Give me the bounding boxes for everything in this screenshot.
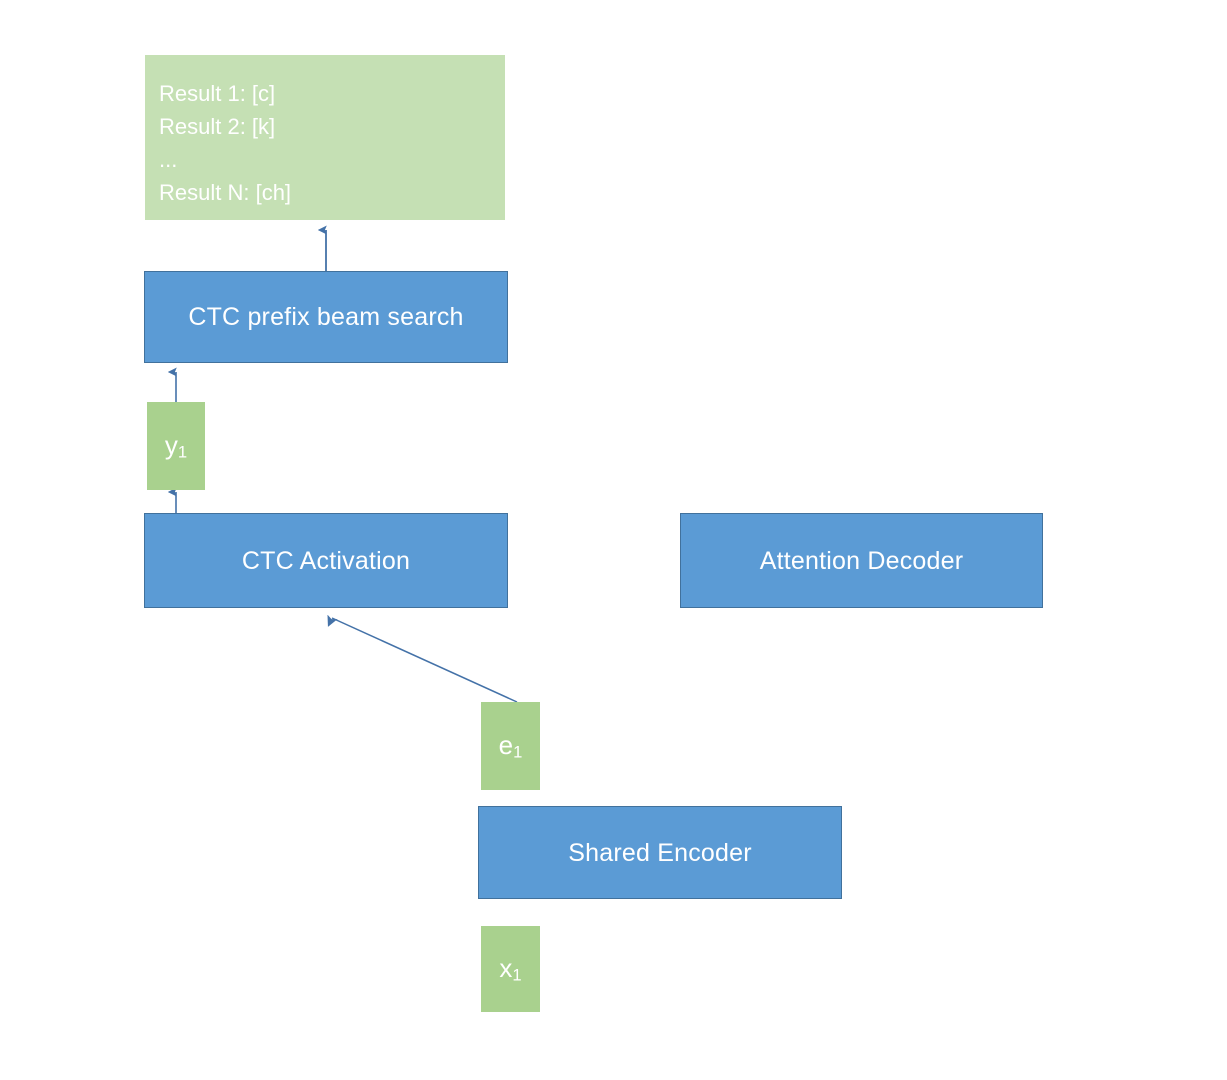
- result-line-2: Result 2: [k]: [159, 114, 276, 139]
- shared-encoder-label: Shared Encoder: [568, 838, 752, 867]
- shared-encoder-node[interactable]: Shared Encoder: [478, 806, 842, 899]
- ctc-activation-label: CTC Activation: [241, 546, 411, 575]
- result-line-1: Result 1: [c]: [159, 81, 276, 106]
- tensor-x1-node: x1: [481, 926, 540, 1012]
- tensor-x1-subscript: 1: [512, 965, 522, 985]
- tensor-y1-label: y1: [165, 430, 187, 463]
- attention-decoder-node[interactable]: Attention Decoder: [680, 513, 1043, 608]
- ctc-prefix-beam-search-node[interactable]: CTC prefix beam search: [144, 271, 508, 363]
- ctc-activation-node[interactable]: CTC Activation: [144, 513, 508, 608]
- results-output-box: Result 1: [c] Result 2: [k] ... Result N…: [145, 55, 505, 220]
- tensor-e1-label: e1: [499, 730, 523, 763]
- tensor-x1-label: x1: [499, 953, 521, 986]
- tensor-e1-node: e1: [481, 702, 540, 790]
- tensor-y1-base: y: [164, 429, 178, 460]
- tensor-y1-node: y1: [147, 402, 205, 490]
- tensor-e1-base: e: [498, 729, 514, 760]
- tensor-y1-subscript: 1: [177, 442, 188, 462]
- result-line-n: Result N: [ch]: [159, 180, 292, 205]
- edge-e1-to-ctc-activation: [327, 614, 518, 703]
- attention-decoder-label: Attention Decoder: [759, 546, 964, 575]
- ctc-prefix-beam-search-label: CTC prefix beam search: [188, 303, 464, 331]
- tensor-x1-base: x: [499, 952, 513, 983]
- result-line-ellipsis: ...: [159, 147, 178, 172]
- tensor-e1-subscript: 1: [513, 742, 523, 762]
